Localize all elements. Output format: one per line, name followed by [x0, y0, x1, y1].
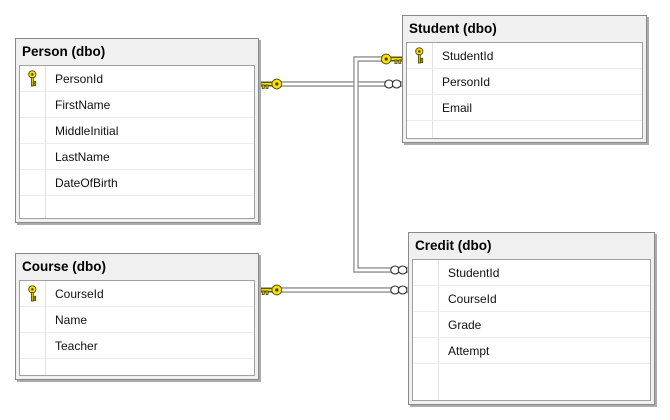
column-row[interactable]: Attempt — [413, 338, 650, 364]
key-end-icon — [260, 284, 283, 296]
column-row[interactable]: Name — [20, 307, 254, 333]
column-row[interactable]: CourseId — [20, 281, 254, 307]
table-credit-columns: StudentId CourseId Grade Attempt — [412, 259, 651, 401]
column-row[interactable]: Teacher — [20, 333, 254, 359]
primary-key-icon — [407, 43, 433, 68]
table-course-title[interactable]: Course (dbo) — [22, 259, 106, 274]
table-course[interactable]: Course (dbo) CourseId Name Teacher — [15, 253, 259, 380]
empty-column-row[interactable] — [407, 121, 642, 138]
column-name: FirstName — [55, 97, 111, 112]
column-row[interactable]: DateOfBirth — [20, 170, 254, 196]
column-row[interactable]: Grade — [413, 312, 650, 338]
column-name: LastName — [55, 149, 110, 164]
column-row[interactable]: FirstName — [20, 92, 254, 118]
table-student-columns: StudentId PersonId Email — [406, 42, 643, 139]
table-person[interactable]: Person (dbo) PersonId FirstName MiddleIn… — [15, 38, 259, 223]
column-name: PersonId — [442, 74, 491, 89]
primary-key-icon — [20, 281, 46, 306]
column-row[interactable]: LastName — [20, 144, 254, 170]
column-name: StudentId — [442, 48, 494, 63]
column-name: DateOfBirth — [55, 175, 118, 190]
column-name: Grade — [448, 317, 482, 332]
table-student-title[interactable]: Student (dbo) — [409, 21, 497, 36]
column-name: CourseId — [448, 291, 497, 306]
column-name: Attempt — [448, 343, 490, 358]
table-person-columns: PersonId FirstName MiddleInitial LastNam… — [19, 65, 255, 219]
primary-key-icon — [20, 66, 46, 91]
key-end-icon — [380, 53, 403, 65]
empty-column-row[interactable] — [413, 364, 650, 400]
column-name: Teacher — [55, 338, 98, 353]
infinity-end-icon — [384, 79, 402, 89]
column-row[interactable]: PersonId — [407, 69, 642, 95]
column-row[interactable]: PersonId — [20, 66, 254, 92]
key-end-icon — [260, 78, 283, 90]
table-credit[interactable]: Credit (dbo) StudentId CourseId Grade At… — [408, 232, 655, 405]
relationship-student-credit[interactable] — [353, 56, 409, 273]
empty-column-row[interactable] — [20, 196, 254, 218]
column-row[interactable]: MiddleInitial — [20, 118, 254, 144]
column-row[interactable]: CourseId — [413, 286, 650, 312]
table-student[interactable]: Student (dbo) StudentId PersonId Email — [402, 15, 647, 143]
empty-column-row[interactable] — [20, 359, 254, 375]
table-person-title[interactable]: Person (dbo) — [22, 44, 106, 59]
column-name: Name — [55, 312, 88, 327]
column-row[interactable]: StudentId — [407, 43, 642, 69]
column-name: PersonId — [55, 71, 104, 86]
column-name: Email — [442, 100, 473, 115]
column-name: StudentId — [448, 265, 500, 280]
column-row[interactable]: Email — [407, 95, 642, 121]
column-name: CourseId — [55, 286, 104, 301]
table-course-columns: CourseId Name Teacher — [19, 280, 255, 376]
infinity-end-icon — [390, 265, 408, 275]
table-credit-title[interactable]: Credit (dbo) — [415, 238, 492, 253]
column-name: MiddleInitial — [55, 123, 119, 138]
infinity-end-icon — [390, 285, 408, 295]
column-row[interactable]: StudentId — [413, 260, 650, 286]
